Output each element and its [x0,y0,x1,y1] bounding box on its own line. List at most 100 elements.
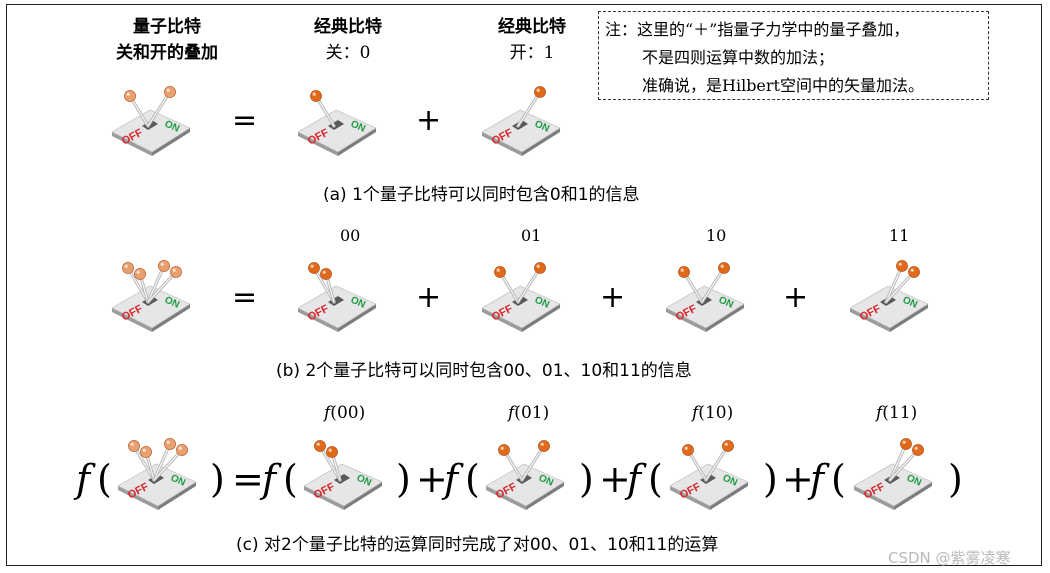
switch-lever-highlight [521,445,545,481]
switch-slot [328,296,344,306]
switch-ball-highlight [166,88,170,92]
switch-plate-side [298,308,338,332]
close-paren: ) [396,457,411,501]
open-paren: ( [97,457,112,501]
switch-ball-highlight [312,92,316,96]
term-label: 10 [706,226,727,245]
switch-plate-side [850,308,890,332]
caption-c: (c) 对2个量子比特的运算同时完成了对00、01、10和11的运算 [236,535,719,555]
switch-lever-highlight [885,271,915,303]
switch-plate [669,463,749,507]
switch-ball-highlight [328,448,332,452]
open-paren: ( [831,457,846,501]
switch-lever-highlight [517,267,541,303]
switch-ball [134,268,146,280]
switch-ball-highlight [910,268,914,272]
switch-slot [328,120,344,130]
switch-ball-highlight [316,442,320,446]
header-superposition-line1: 量子比特 [133,17,201,37]
switch-plate-side [666,308,706,332]
note-box: 注：这里的“＋”指量子力学中的量子叠加， 不是四则运算中数的加法； 准确说，是H… [598,11,989,100]
switch-plate-side [890,304,928,332]
switch-ball [128,440,140,452]
switch-ball [498,444,510,456]
switch-ball-highlight [898,262,902,266]
switch-ball [900,438,912,450]
term-label: 11 [889,226,910,245]
switch-plate-side [522,128,560,156]
switch-ball-highlight [536,264,540,268]
switch-ball-highlight [136,270,140,274]
header-superposition: 量子比特 关和开的叠加 [98,14,236,66]
close-paren: ) [948,457,963,501]
switch-lever-highlight [889,449,919,481]
switch-ball [320,268,332,280]
plus-sign: + [416,457,448,501]
figure-frame [6,4,1042,566]
switch-plate [297,285,377,329]
switch-plate [111,285,191,329]
switch-plate [849,285,929,329]
switch-ball-highlight [322,270,326,274]
switch-ball-highlight [914,446,918,450]
switch-lever-highlight [701,267,725,303]
caption-b: (b) 2个量子比特可以同时包含00、01、10和11的信息 [276,361,692,381]
switch-ball-highlight [720,264,724,268]
f-term-bits: 11 [888,403,911,423]
switch-plate-side [344,482,382,510]
switch-ball-highlight [724,442,728,446]
switch-ball [310,90,322,102]
f-term-bits: 00 [336,403,359,423]
switch-lever-highlight [705,445,729,481]
switch-ball [308,262,320,274]
caption-a: (a) 1个量子比特可以同时包含0和1的信息 [323,185,640,205]
switch-lever-highlight [147,91,171,127]
switch-ball [314,440,326,452]
switch-ball [538,440,550,452]
f-symbol: f [876,403,883,423]
plus-sign: + [416,280,442,315]
switch-plate-side [112,308,152,332]
switch-ball-highlight [902,440,906,444]
switch-ball [494,266,506,278]
switch-plate-side [112,132,152,156]
switch-ball [896,260,908,272]
close-paren: ) [579,457,594,501]
plus-sign: + [782,457,814,501]
switch-plate-side [894,482,932,510]
switch-ball [164,438,176,450]
function-symbol: f [444,457,459,501]
switch-plate-side [526,482,564,510]
switch-plate-side [158,482,196,510]
switch-plate-side [298,132,338,156]
header-classic-off: 经典比特 关：0 [288,14,408,66]
function-symbol: f [627,457,642,501]
switch-ball [722,440,734,452]
switch-ball-highlight [496,268,500,272]
header-classic-on-line2: 开：1 [509,43,555,63]
f-symbol: f [508,403,515,423]
plus-sign: + [599,457,631,501]
header-superposition-line2: 关和开的叠加 [116,43,218,63]
switch-ball [158,260,170,272]
switch-plate-side [482,132,522,156]
switch-ball-highlight [684,446,688,450]
switch-plate-side [304,486,344,510]
close-paren: ) [210,457,225,501]
header-classic-on-line1: 经典比特 [498,17,566,37]
note-line-3: 准确说，是Hilbert空间中的矢量加法。 [642,76,924,95]
switch-ball-highlight [142,448,146,452]
switch-ball-highlight [310,264,314,268]
switch-plate-side [710,482,748,510]
switch-plate [853,463,933,507]
switch-plate-side [152,128,190,156]
open-paren: ( [283,457,298,501]
f-term-bits: 10 [704,403,727,423]
